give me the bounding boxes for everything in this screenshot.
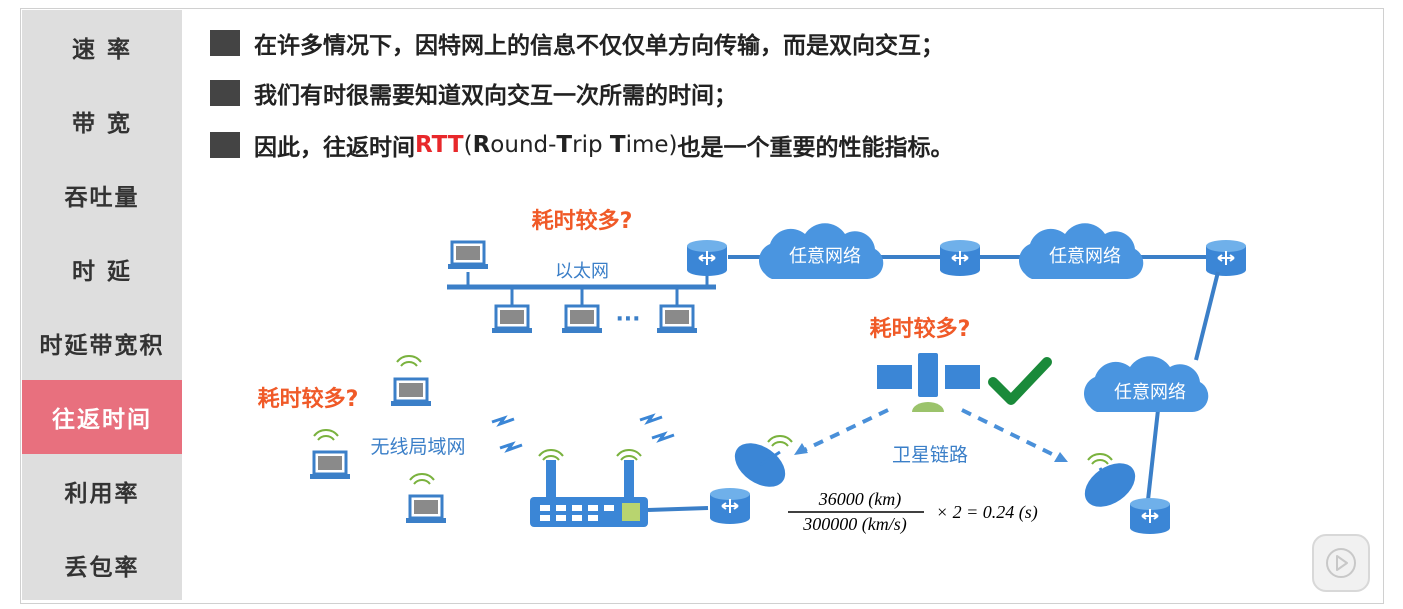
bullet-3: 因此，往返时间 RTT ( R ound- T rip T ime) 也是一个重… (210, 128, 954, 162)
sidebar: 速 率 带 宽 吞吐量 时 延 时延带宽积 往返时间 利用率 丢包率 (22, 10, 182, 600)
sidebar-item-utilization[interactable]: 利用率 (64, 481, 140, 507)
bullet-1-text: 在许多情况下，因特网上的信息不仅仅单方向传输，而是双向交互； (254, 33, 944, 59)
sidebar-item-throughput[interactable]: 吞吐量 (64, 185, 140, 211)
cloud-label-2: 任意网络 (1049, 246, 1121, 267)
wireless-lan-label: 无线局域网 (370, 436, 465, 458)
sidebar-item-delay-bandwidth-product[interactable]: 时延带宽积 (39, 333, 165, 359)
question-label-2: 耗时较多? (870, 316, 971, 342)
sidebar-item-packet-loss[interactable]: 丢包率 (64, 555, 140, 581)
cloud-label-1: 任意网络 (789, 246, 861, 267)
rtt-rip: rip (572, 132, 610, 158)
downlink-dashed (961, 408, 1061, 460)
bullet-2-text: 我们有时很需要知道双向交互一次所需的时间； (254, 83, 737, 109)
satellite-panel (877, 365, 912, 389)
play-icon (1326, 548, 1356, 578)
laptop-icon (655, 304, 699, 335)
sidebar-item-rtt[interactable]: 往返时间 (22, 380, 182, 454)
router-icon (1205, 239, 1247, 277)
sidebar-item-rate[interactable]: 速 率 (71, 37, 132, 63)
bullet-square-icon (210, 80, 240, 106)
bullet-square-icon (210, 132, 240, 158)
bullet-2: 我们有时很需要知道双向交互一次所需的时间； (210, 76, 737, 110)
wifi-icon (396, 355, 422, 367)
rtt-R: R (472, 132, 491, 158)
cloud-label-3: 任意网络 (1114, 382, 1186, 403)
sidebar-item-bandwidth[interactable]: 带 宽 (71, 111, 132, 137)
uplink-dashed (799, 408, 889, 454)
formula-denominator: 300000 (km/s) (802, 514, 906, 535)
rtt-T: T (556, 132, 573, 158)
bullet-3-post: 也是一个重要的性能指标。 (677, 135, 954, 161)
signal-bolt-icon (498, 442, 524, 452)
signal-bolt-icon (650, 432, 676, 442)
rtt-T2: T (609, 132, 626, 158)
laptop-icon (404, 494, 448, 525)
wifi-icon (313, 429, 339, 441)
bullet-square-icon (210, 30, 240, 56)
formula-numerator: 36000 (km) (818, 489, 901, 510)
formula-result: × 2 = 0.24 (s) (936, 502, 1038, 523)
bullet-1: 在许多情况下，因特网上的信息不仅仅单方向传输，而是双向交互； (210, 26, 944, 60)
question-label-3: 耗时较多? (258, 386, 359, 412)
wireless-router-icon (530, 449, 648, 527)
ellipsis: ··· (615, 307, 640, 332)
rtt-term: RTT (415, 132, 464, 158)
satellite-dish-icon (1084, 453, 1136, 507)
rtt-ime: ime) (625, 132, 678, 158)
router-icon (709, 487, 751, 525)
sidebar-item-delay[interactable]: 时 延 (71, 259, 132, 285)
satellite-dish-icon (734, 435, 793, 487)
laptop-icon (308, 450, 352, 481)
satellite-icon (916, 351, 940, 399)
rtt-ound: ound- (490, 132, 557, 158)
laptop-icon (389, 377, 433, 408)
router-icon (686, 239, 728, 277)
play-button[interactable] (1312, 534, 1370, 592)
question-label-1: 耗时较多? (532, 208, 633, 234)
rtt-open-paren: ( (463, 132, 473, 158)
satellite-link-label: 卫星链路 (892, 444, 968, 466)
signal-bolt-icon (638, 414, 664, 424)
wifi-icon (409, 473, 435, 485)
signal-bolt-icon (490, 416, 516, 426)
laptop-icon (446, 240, 490, 271)
laptop-icon (560, 304, 604, 335)
bullet-3-pre: 因此，往返时间 (254, 135, 415, 161)
laptop-icon (490, 304, 534, 335)
satellite-panel (945, 365, 980, 389)
router-icon (939, 239, 981, 277)
check-icon (988, 357, 1052, 405)
ethernet-label: 以太网 (555, 261, 609, 282)
router-icon (1129, 497, 1171, 535)
